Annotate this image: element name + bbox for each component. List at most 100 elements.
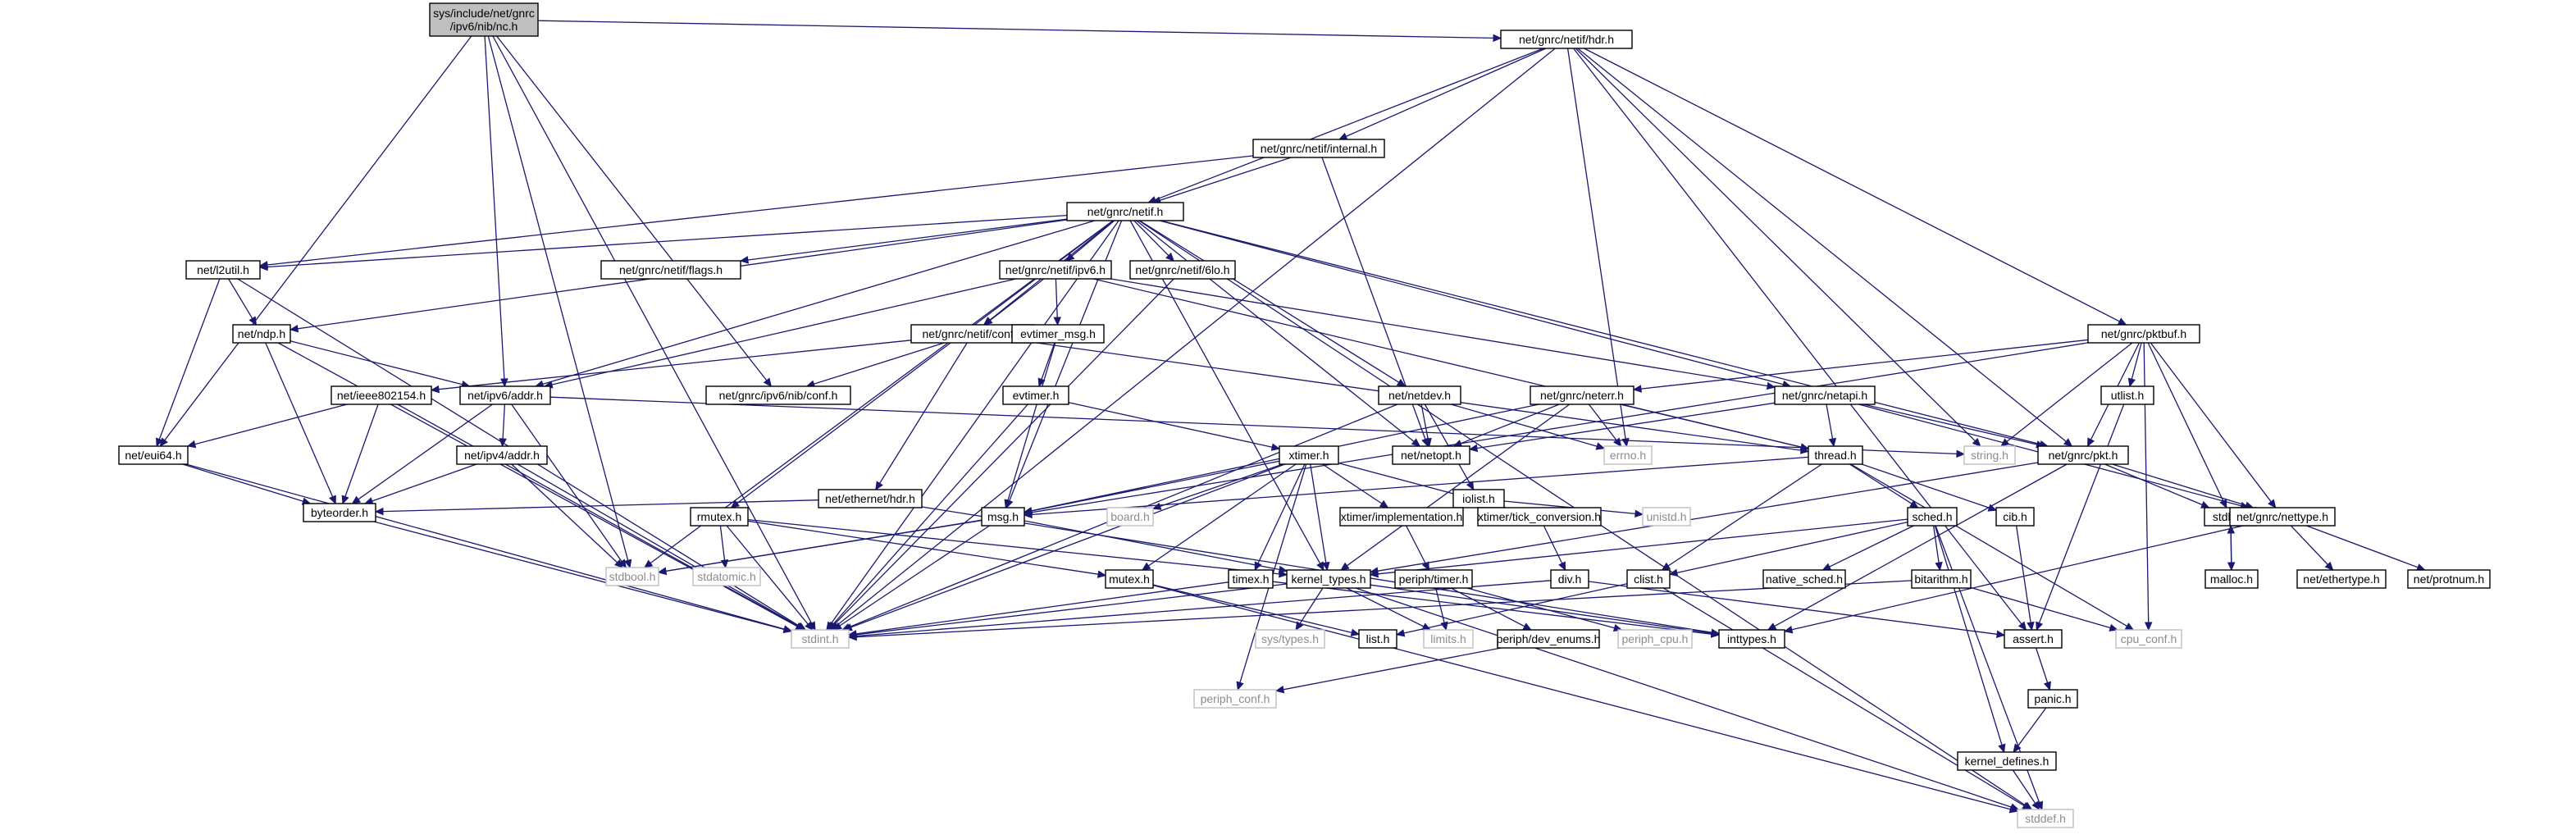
- node-netopt[interactable]: net/netopt.h: [1392, 445, 1470, 465]
- node-timex[interactable]: timex.h: [1228, 569, 1274, 589]
- node-pktbuf[interactable]: net/gnrc/pktbuf.h: [2087, 324, 2200, 344]
- node-root[interactable]: sys/include/net/gnrc/ipv6/nib/nc.h: [429, 2, 539, 37]
- edge-netif_h-to-netdev: [1139, 220, 1407, 387]
- node-netif_h[interactable]: net/gnrc/netif.h: [1066, 202, 1184, 221]
- edge-arrowhead: [1710, 629, 1721, 637]
- node-netif_flags[interactable]: net/gnrc/netif/flags.h: [600, 260, 741, 280]
- node-label: net/gnrc/netif.h: [1087, 205, 1164, 218]
- node-xtimer[interactable]: xtimer.h: [1279, 445, 1339, 465]
- node-box: [1762, 569, 1846, 589]
- edge-line: [344, 404, 379, 497]
- node-thread[interactable]: thread.h: [1808, 445, 1863, 465]
- node-periph_conf: periph_conf.h: [1193, 689, 1277, 709]
- edge-netdev-to-iolist: [1424, 404, 1475, 491]
- edge-assert-to-panic: [2035, 647, 2051, 691]
- node-mutex[interactable]: mutex.h: [1105, 569, 1154, 589]
- edge-line: [496, 35, 768, 381]
- node-evtimer[interactable]: evtimer.h: [1002, 385, 1069, 405]
- edge-line: [1136, 220, 1415, 442]
- node-label: utlist.h: [2111, 389, 2144, 402]
- node-pkt[interactable]: net/gnrc/pkt.h: [2037, 445, 2129, 465]
- edge-line: [1272, 581, 1712, 635]
- edge-arrowhead: [1023, 510, 1033, 519]
- edge-arrowhead: [2200, 500, 2210, 508]
- edge-kernel_types-to-stdint: [847, 583, 1288, 639]
- node-kernel_defines[interactable]: kernel_defines.h: [1957, 751, 2057, 771]
- node-box: [1957, 751, 2057, 771]
- edge-sched-to-native_sched: [1821, 525, 1914, 571]
- node-panic[interactable]: panic.h: [2027, 689, 2078, 709]
- node-ieee802154[interactable]: net/ieee802154.h: [331, 385, 432, 405]
- node-l2util[interactable]: net/l2util.h: [185, 260, 261, 280]
- edge-arrowhead: [1828, 437, 1837, 448]
- node-inttypes[interactable]: inttypes.h: [1718, 629, 1785, 649]
- node-ethertype[interactable]: net/ethertype.h: [2296, 569, 2387, 589]
- node-byteorder[interactable]: byteorder.h: [303, 503, 376, 522]
- edge-dev_enums-to-periph_conf: [1274, 647, 1502, 694]
- node-box: [1500, 30, 1633, 49]
- node-neterr[interactable]: net/gnrc/neterr.h: [1530, 385, 1635, 405]
- node-bitarithm[interactable]: bitarithm.h: [1911, 569, 1972, 589]
- node-box: [2229, 507, 2336, 527]
- edge-line: [511, 463, 618, 563]
- node-nib_conf[interactable]: net/gnrc/ipv6/nib/conf.h: [705, 385, 851, 405]
- node-assert[interactable]: assert.h: [2004, 629, 2063, 649]
- node-rmutex[interactable]: rmutex.h: [690, 507, 749, 527]
- edge-line: [2112, 463, 2246, 506]
- edge-netif_hdr-to-string: [1575, 48, 1981, 447]
- node-eui64[interactable]: net/eui64.h: [118, 445, 189, 465]
- node-label: net/l2util.h: [197, 263, 249, 276]
- node-list[interactable]: list.h: [1358, 629, 1397, 649]
- edge-line: [830, 220, 1119, 625]
- node-periph_timer[interactable]: periph/timer.h: [1394, 569, 1473, 589]
- edge-arrowhead: [2013, 743, 2022, 753]
- node-iolist[interactable]: iolist.h: [1452, 489, 1505, 508]
- node-evtimer_msg[interactable]: evtimer_msg.h: [1011, 324, 1105, 344]
- node-nettype[interactable]: net/gnrc/nettype.h: [2229, 507, 2336, 527]
- edge-xtimer-to-timex: [1254, 463, 1306, 572]
- node-ndp[interactable]: net/ndp.h: [232, 324, 291, 344]
- node-ethernet_hdr[interactable]: net/ethernet/hdr.h: [818, 489, 923, 508]
- edge-line: [502, 404, 506, 440]
- node-netif_6lo[interactable]: net/gnrc/netif/6lo.h: [1129, 260, 1236, 280]
- node-box: [1394, 569, 1473, 589]
- edge-msg-to-kernel_types: [1024, 520, 1288, 574]
- node-clist[interactable]: clist.h: [1626, 569, 1671, 589]
- node-xtimer_tick[interactable]: xtimer/tick_conversion.h: [1477, 507, 1602, 527]
- node-string: string.h: [1963, 445, 2016, 465]
- node-dev_enums[interactable]: periph/dev_enums.h: [1497, 629, 1601, 649]
- node-netif_hdr[interactable]: net/gnrc/netif/hdr.h: [1500, 30, 1633, 49]
- node-xtimer_impl[interactable]: xtimer/implementation.h: [1339, 507, 1464, 527]
- node-box: [331, 385, 432, 405]
- node-utlist[interactable]: utlist.h: [2100, 385, 2154, 405]
- node-unistd: unistd.h: [1642, 507, 1691, 527]
- edge-malloc-to-stdlib: [2227, 524, 2236, 571]
- edge-arrowhead: [341, 495, 349, 505]
- edge-line: [1932, 525, 1940, 563]
- edge-netif_hdr-to-assert: [1573, 48, 2027, 631]
- node-kernel_types[interactable]: kernel_types.h: [1286, 569, 1371, 589]
- node-div[interactable]: div.h: [1550, 569, 1589, 589]
- node-netapi[interactable]: net/gnrc/netapi.h: [1774, 385, 1876, 405]
- node-protnum[interactable]: net/protnum.h: [2407, 569, 2491, 589]
- node-malloc[interactable]: malloc.h: [2204, 569, 2259, 589]
- edge-arrowhead: [624, 559, 632, 569]
- node-label: mutex.h: [1109, 572, 1150, 586]
- node-native_sched[interactable]: native_sched.h: [1762, 569, 1846, 589]
- node-stdbool: stdbool.h: [605, 567, 659, 586]
- edge-line: [438, 340, 912, 390]
- node-netdev[interactable]: net/netdev.h: [1378, 385, 1461, 405]
- edge-line: [1424, 404, 1470, 484]
- edge-line: [1640, 339, 2089, 390]
- edge-line: [1620, 404, 1802, 448]
- node-cib[interactable]: cib.h: [1995, 507, 2035, 527]
- node-ipv6_addr[interactable]: net/ipv6/addr.h: [459, 385, 551, 405]
- node-netif_internal[interactable]: net/gnrc/netif/internal.h: [1252, 139, 1385, 158]
- node-box: [1129, 260, 1236, 280]
- node-netif_ipv6[interactable]: net/gnrc/netif/ipv6.h: [999, 260, 1112, 280]
- node-sched[interactable]: sched.h: [1907, 507, 1958, 527]
- node-msg[interactable]: msg.h: [981, 507, 1025, 527]
- node-ipv4_addr[interactable]: net/ipv4/addr.h: [456, 445, 548, 465]
- node-netif_conf[interactable]: net/gnrc/netif/conf.h: [910, 324, 1035, 344]
- edge-netif_h-to-stdint: [826, 220, 1119, 632]
